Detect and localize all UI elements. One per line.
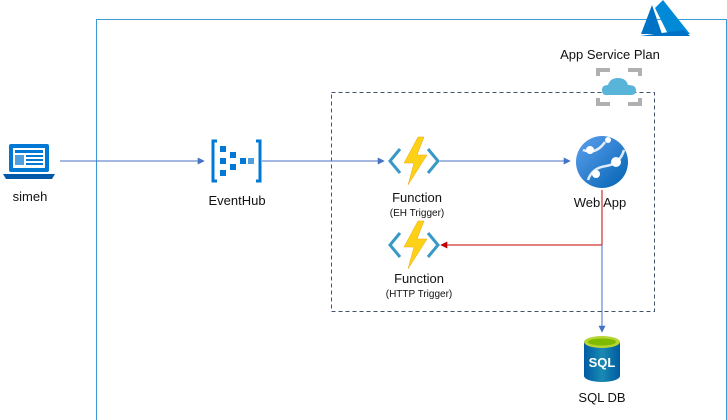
webapp-label: Web App <box>573 195 627 210</box>
app-service-plan-label: App Service Plan <box>560 47 660 62</box>
sql-icon-text: SQL <box>589 355 616 370</box>
app-service-plan-boundary <box>331 92 655 312</box>
eventhub-label: EventHub <box>208 193 266 208</box>
function-http-sublabel: (HTTP Trigger) <box>385 289 453 300</box>
laptop-icon <box>3 144 55 179</box>
function-http-label: Function <box>394 271 444 286</box>
azure-function-icon <box>388 136 440 186</box>
azure-logo-icon <box>640 0 690 36</box>
app-service-plan-icon <box>596 68 642 106</box>
sql-database-icon: SQL <box>584 336 620 382</box>
function-eh-sublabel: (EH Trigger) <box>389 208 445 219</box>
web-app-globe-icon <box>576 136 628 188</box>
event-hub-icon <box>211 139 262 183</box>
sqldb-label: SQL DB <box>578 390 626 405</box>
azure-function-icon <box>388 220 440 270</box>
function-eh-label: Function <box>392 190 442 205</box>
client-label: simeh <box>12 189 48 204</box>
